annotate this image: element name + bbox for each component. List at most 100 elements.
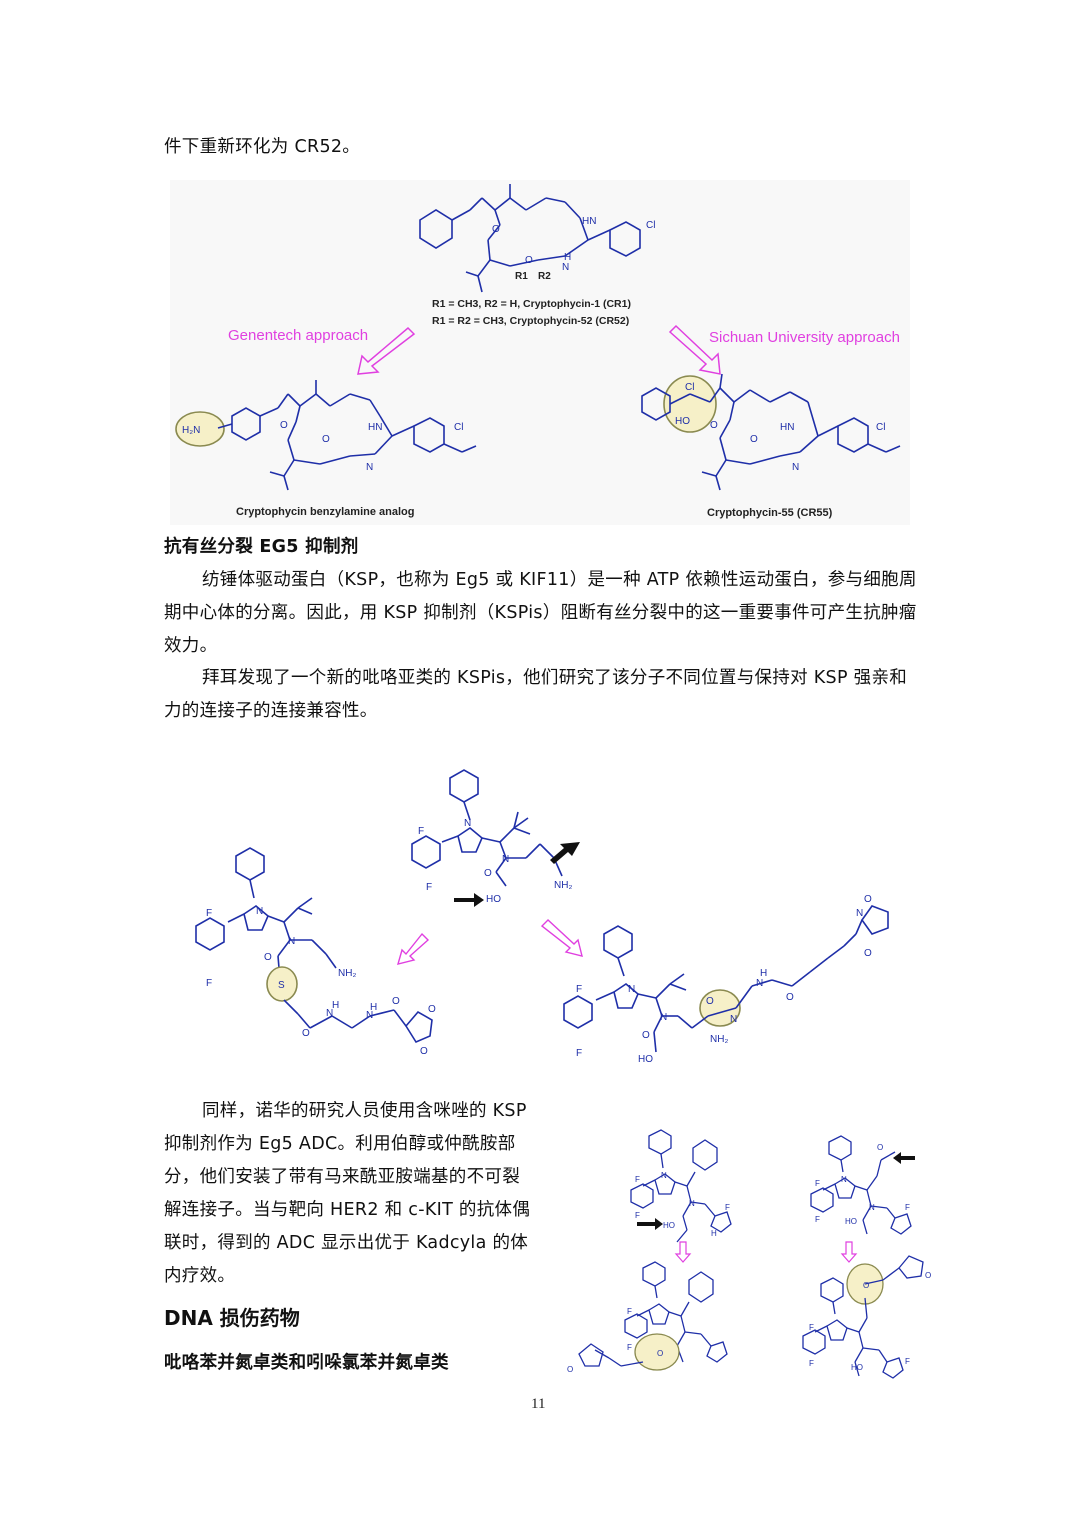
imidazole-maleimide-structure [802,1255,924,1379]
benzylamine-analog-structure [175,380,477,491]
left-caption: Cryptophycin benzylamine analog [236,506,414,518]
arrow-top-right-icon [893,1152,915,1164]
svg-text:R2: R2 [538,271,551,282]
svg-text:N: N [288,936,295,947]
svg-text:H: H [370,1002,377,1013]
svg-text:HO: HO [851,1363,863,1372]
svg-text:F: F [905,1357,910,1366]
svg-text:N: N [689,1199,695,1208]
svg-text:F: F [809,1359,814,1368]
svg-text:HN: HN [582,216,596,227]
svg-text:R1: R1 [515,271,528,282]
left-approach-label: Genentech approach [228,327,368,344]
svg-text:O: O [264,952,272,963]
svg-text:F: F [815,1179,820,1188]
svg-text:S: S [278,980,285,991]
svg-text:O: O [525,255,533,266]
left-ksp-thioether-structure [195,847,433,1044]
svg-text:F: F [635,1175,640,1184]
svg-text:HO: HO [663,1221,675,1230]
imidazole-alcohol-structure [630,1129,732,1243]
section-heading-eg5: 抗有丝分裂 EG5 抑制剂 [164,537,359,557]
down-arrow-right-icon [840,1241,858,1263]
right-arrow-icon [668,324,721,375]
imidazole-carbamate-structure [578,1261,728,1371]
svg-text:HO: HO [486,894,501,905]
svg-text:O: O [710,420,718,431]
svg-text:O: O [706,996,714,1007]
svg-text:N: N [502,854,509,865]
svg-text:H: H [564,252,571,263]
arrow-amine-icon [550,842,580,864]
paragraph-novartis: 同样，诺华的研究人员使用含咪唑的 KSP 抑制剂作为 Eg5 ADC。利用伯醇或… [164,1101,531,1286]
svg-text:O: O [567,1365,573,1374]
svg-text:HO: HO [845,1217,857,1226]
svg-text:O: O [877,1143,883,1152]
svg-text:O: O [925,1271,931,1280]
svg-text:O: O [863,1281,869,1290]
svg-text:F: F [635,1211,640,1220]
svg-text:F: F [815,1215,820,1224]
svg-text:N: N [326,1008,333,1019]
svg-text:O: O [322,434,330,445]
svg-text:HN: HN [368,422,382,433]
svg-text:HN: HN [780,422,794,433]
svg-text:O: O [864,894,872,905]
svg-text:H: H [711,1229,717,1238]
svg-text:F: F [627,1307,632,1316]
legend-line-2: R1 = R2 = CH3, Cryptophycin-52 (CR52) [432,315,629,327]
svg-text:F: F [576,984,582,995]
svg-text:N: N [256,906,263,917]
svg-text:O: O [750,434,758,445]
svg-text:N: N [628,984,635,995]
svg-text:O: O [302,1028,310,1039]
svg-text:H: H [332,1000,339,1011]
svg-text:O: O [657,1349,663,1358]
imidazole-amide-structure [810,1135,912,1235]
svg-text:O: O [420,1046,428,1057]
svg-text:N: N [661,1171,667,1180]
svg-text:NH₂: NH₂ [554,880,572,891]
svg-text:N: N [464,818,471,829]
right-pink-arrow-icon [540,919,583,957]
svg-text:O: O [392,996,400,1007]
center-ksp-structure [411,769,563,887]
legend-line-1: R1 = CH3, R2 = H, Cryptophycin-1 (CR1) [432,298,631,310]
svg-text:H: H [760,968,767,979]
svg-text:Cl: Cl [876,422,885,433]
intro-line: 件下重新环化为 CR52。 [164,137,361,157]
svg-text:N: N [856,908,863,919]
svg-text:F: F [418,826,424,837]
svg-text:Cl: Cl [646,220,655,231]
svg-text:HO: HO [638,1054,653,1065]
subheading-pbd: 吡咯苯并氮卓类和吲哚氯苯并氮卓类 [164,1353,449,1373]
left-arrow-icon [357,326,416,375]
right-caption: Cryptophycin-55 (CR55) [707,507,833,519]
svg-text:N: N [869,1203,875,1212]
svg-text:O: O [864,948,872,959]
svg-text:N: N [366,1010,373,1021]
svg-text:F: F [725,1203,730,1212]
svg-text:HO: HO [675,416,690,427]
svg-text:O: O [484,868,492,879]
svg-text:N: N [841,1175,847,1184]
down-arrow-left-icon [674,1241,692,1263]
svg-text:NH₂: NH₂ [338,968,356,979]
left-pink-arrow-icon [396,932,430,965]
svg-text:F: F [576,1048,582,1059]
svg-text:F: F [627,1343,632,1352]
svg-text:Cl: Cl [685,382,694,393]
svg-text:F: F [905,1203,910,1212]
arrow-hydroxyl-icon [454,893,484,907]
arrow-top-left-icon [637,1218,663,1230]
svg-text:O: O [280,420,288,431]
svg-text:F: F [206,978,212,989]
page-number: 11 [531,1396,546,1412]
svg-text:O: O [428,1004,436,1015]
paragraph-ksp: 纺锤体驱动蛋白（KSP，也称为 Eg5 或 KIF11）是一种 ATP 依赖性运… [164,570,917,656]
svg-text:N: N [660,1012,667,1023]
svg-text:O: O [642,1030,650,1041]
right-ksp-amide-structure [563,905,889,1053]
